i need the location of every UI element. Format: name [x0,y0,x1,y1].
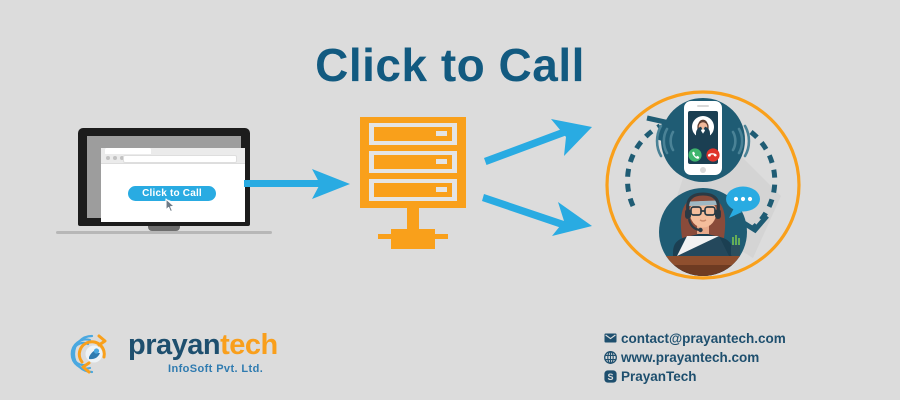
arrow-server-to-agent [482,194,592,236]
arrow-server-to-phone [484,119,592,165]
incoming-call-phone [655,98,751,182]
contact-block: contact@prayantech.com www.prayantech.co… [604,329,844,386]
envelope-icon [604,331,621,345]
call-flow-circle [603,88,803,282]
click-to-call-button[interactable]: Click to Call [126,184,218,203]
call-center-agent [659,186,760,276]
laptop-body: Click to Call [78,128,250,231]
laptop-notch [148,226,180,231]
refresh-icon [120,156,124,160]
logo-name-part1: prayan [128,329,221,361]
back-icon [106,156,110,160]
company-logo: prayantech InfoSoft Pvt. Ltd. [68,330,278,382]
arrow-laptop-to-server [244,169,350,199]
browser-toolbar [101,148,245,164]
laptop-screen: Click to Call [101,148,245,222]
outer-ring [605,90,801,280]
contact-skype-row[interactable]: S PrayanTech [604,367,844,385]
contact-email-text: contact@prayantech.com [621,330,786,346]
logo-wordmark: prayantech [128,331,278,360]
skype-icon: S [604,369,621,383]
globe-icon [604,350,621,364]
svg-text:S: S [607,371,613,381]
server-rack-illustration [358,117,468,254]
laptop-base [56,231,272,234]
logo-tagline: InfoSoft Pvt. Ltd. [168,363,264,375]
browser-address-bar [123,155,237,163]
contact-skype-text: PrayanTech [621,368,697,384]
laptop-illustration: Click to Call [56,128,272,234]
logo-mark-icon [70,334,107,374]
browser-tab [105,148,151,154]
logo-name-part2: tech [220,329,278,361]
laptop-bezel: Click to Call [87,136,245,222]
page-title: Click to Call [315,39,585,91]
contact-email-row[interactable]: contact@prayantech.com [604,329,844,347]
contact-website-row[interactable]: www.prayantech.com [604,348,844,366]
mouse-pointer-icon [164,198,175,213]
dashed-arc-left [625,123,662,208]
forward-icon [113,156,117,160]
contact-website-text: www.prayantech.com [621,349,760,365]
browser-nav-icons [106,156,124,160]
